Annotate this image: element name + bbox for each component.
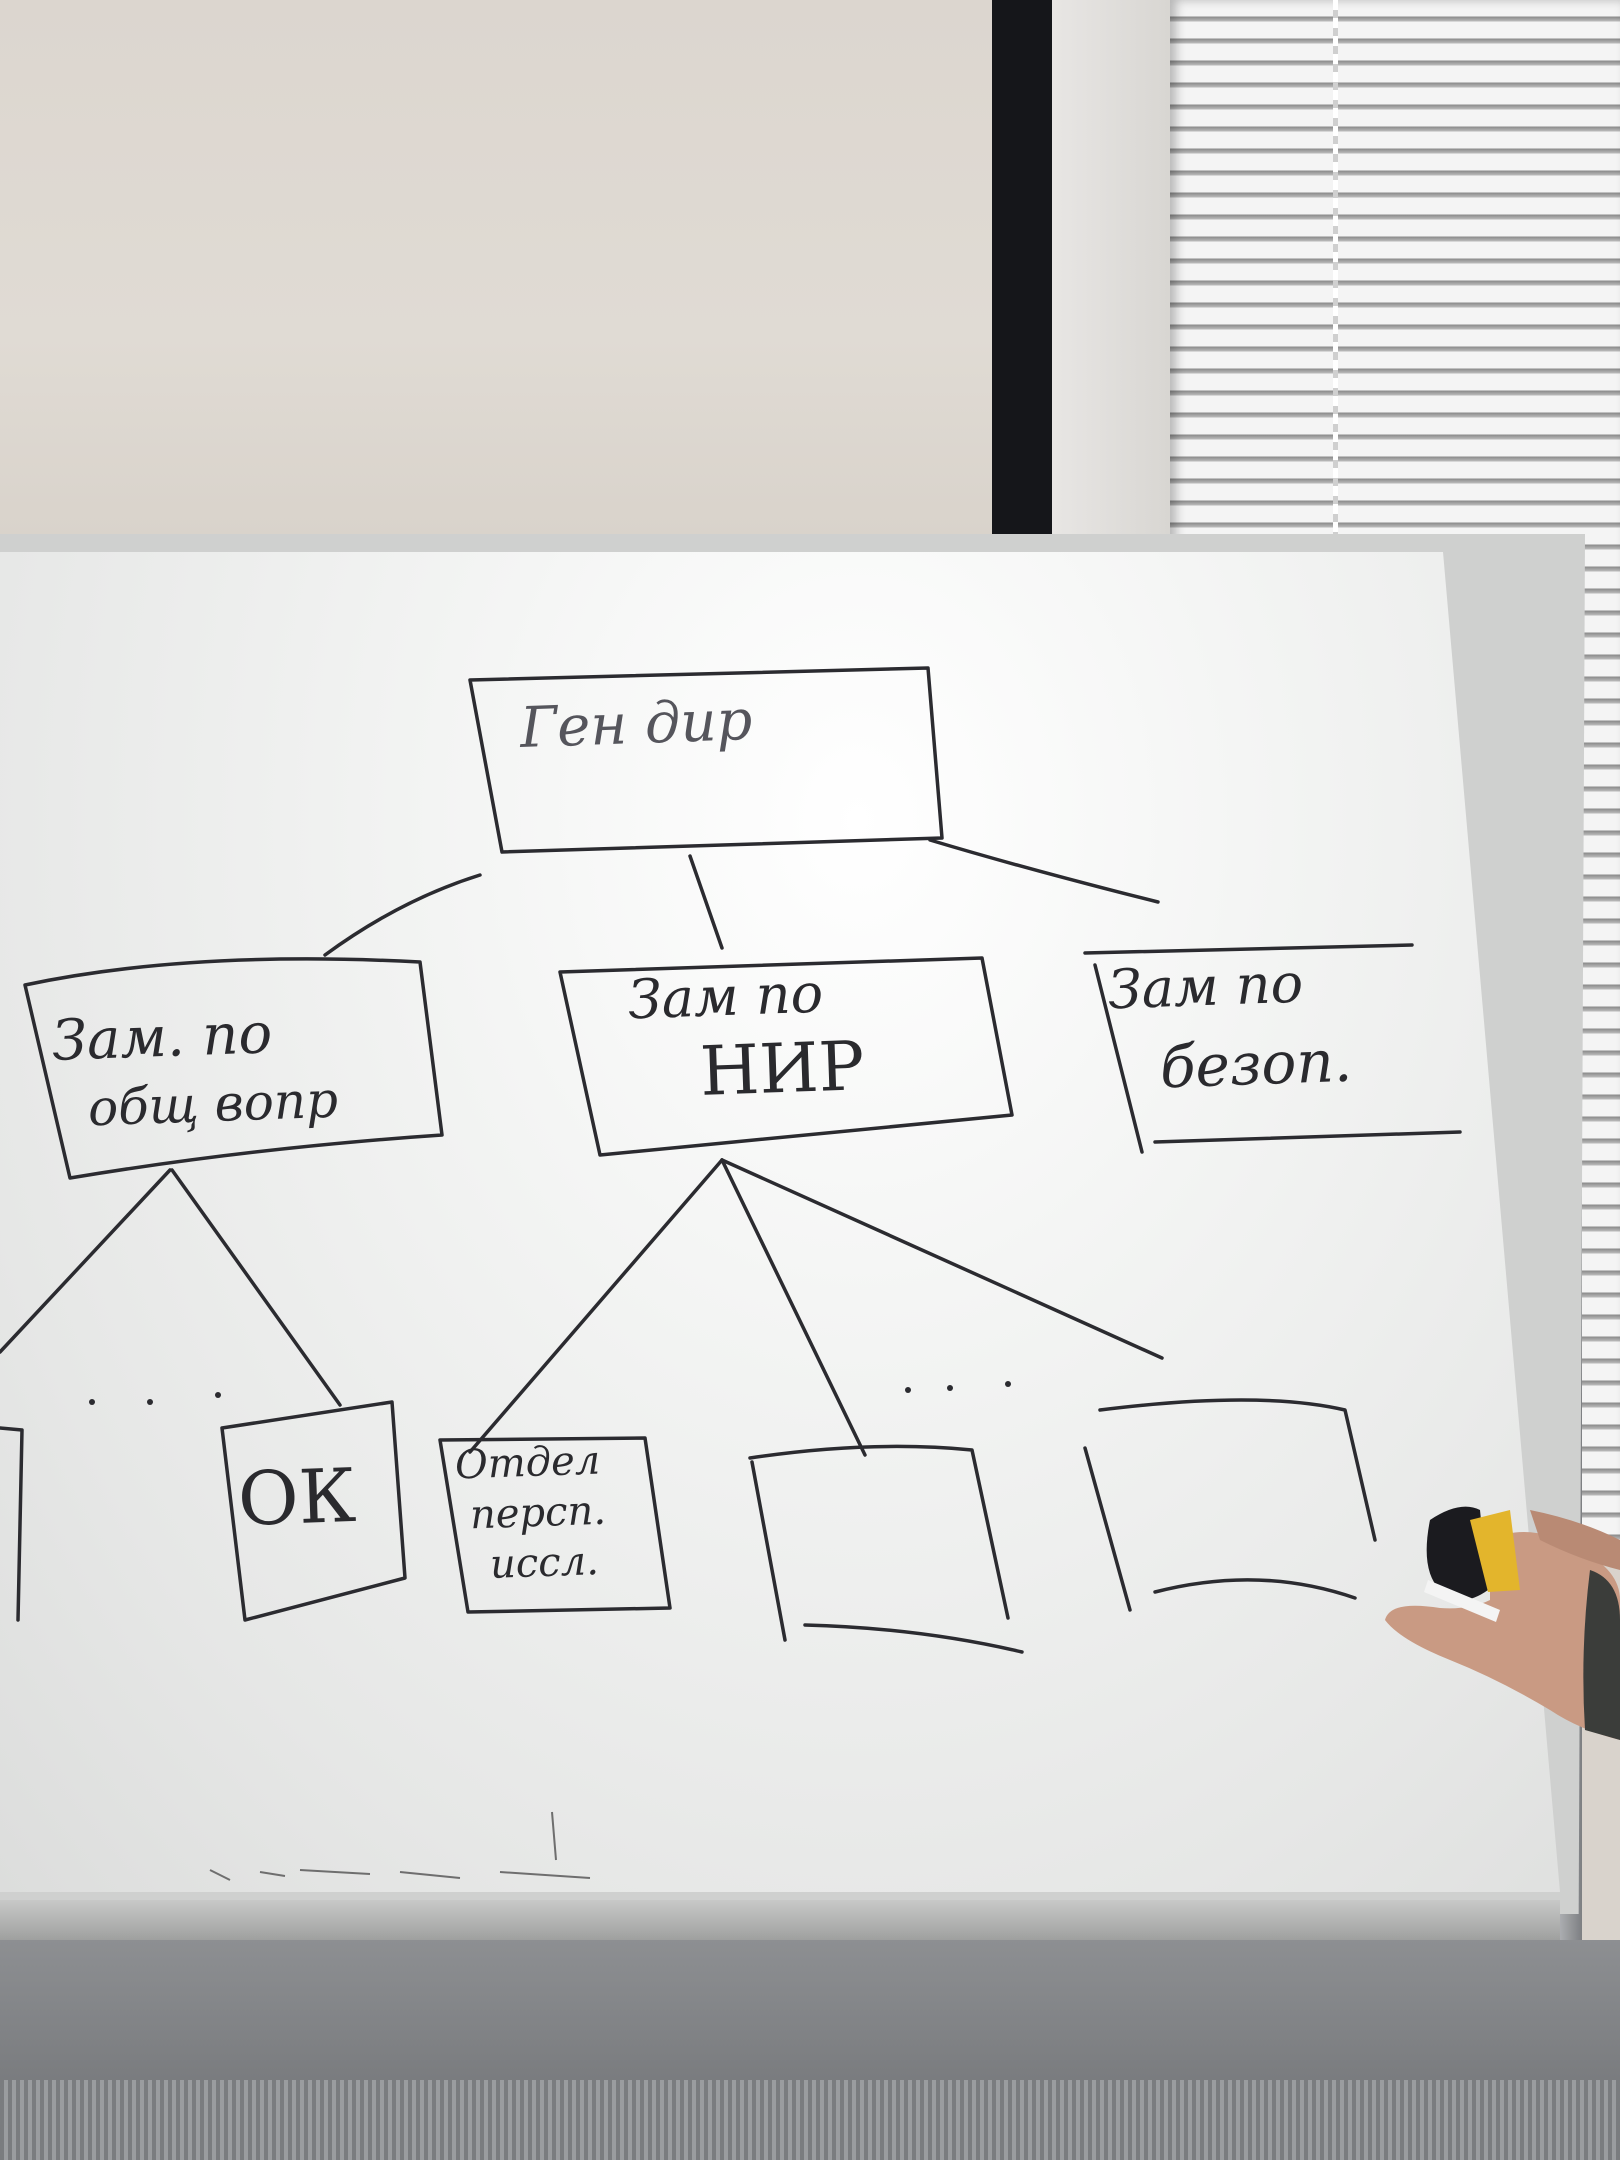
root-box [468, 666, 944, 854]
hr-box [220, 1400, 407, 1622]
deputy-research-label-line2: НИР [698, 1027, 866, 1112]
edge-research-blank2 [720, 1158, 1164, 1360]
edge-research-blank1 [720, 1158, 867, 1457]
deputy-security-box [1083, 943, 1462, 1154]
deputy-general-box [23, 957, 444, 1180]
deputy-research-label-line1: Зам по [626, 961, 825, 1032]
deputy-security-label-line1: Зам по [1106, 951, 1305, 1022]
blank-box-1 [748, 1444, 1024, 1654]
blank-box-2 [1083, 1398, 1377, 1612]
edge-general-left [0, 1168, 172, 1354]
edge-root-general [323, 873, 482, 957]
door-frame [992, 0, 1052, 545]
marker-tray [0, 1900, 1560, 1940]
edge-root-security [928, 838, 1160, 904]
hand-with-eraser [1385, 1506, 1620, 1740]
research-dept-box [438, 1436, 672, 1614]
blind-cord [1333, 0, 1338, 540]
research-dept-label-line1: Отдел [454, 1437, 601, 1489]
ellipsis-dots [89, 1381, 1011, 1405]
research-dept-label-line3: иссл. [489, 1538, 600, 1588]
partial-box-left [0, 1426, 24, 1622]
radiator-vent [0, 2080, 1620, 2160]
deputy-general-label-line2: общ вопр [87, 1070, 339, 1138]
root-label: Ген дир [518, 687, 754, 762]
edge-root-research [688, 854, 724, 950]
deputy-general-label-line1: Зам. по [50, 1001, 274, 1074]
hr-label: ОК [236, 1452, 358, 1544]
deputy-research-box [558, 956, 1014, 1157]
deputy-security-label-line2: безоп. [1158, 1026, 1354, 1102]
door-panel [1052, 0, 1170, 545]
edge-research-dept [468, 1158, 724, 1454]
whiteboard [0, 552, 1560, 1892]
research-dept-label-line2: персп. [469, 1487, 607, 1539]
edge-general-hr [170, 1168, 342, 1407]
